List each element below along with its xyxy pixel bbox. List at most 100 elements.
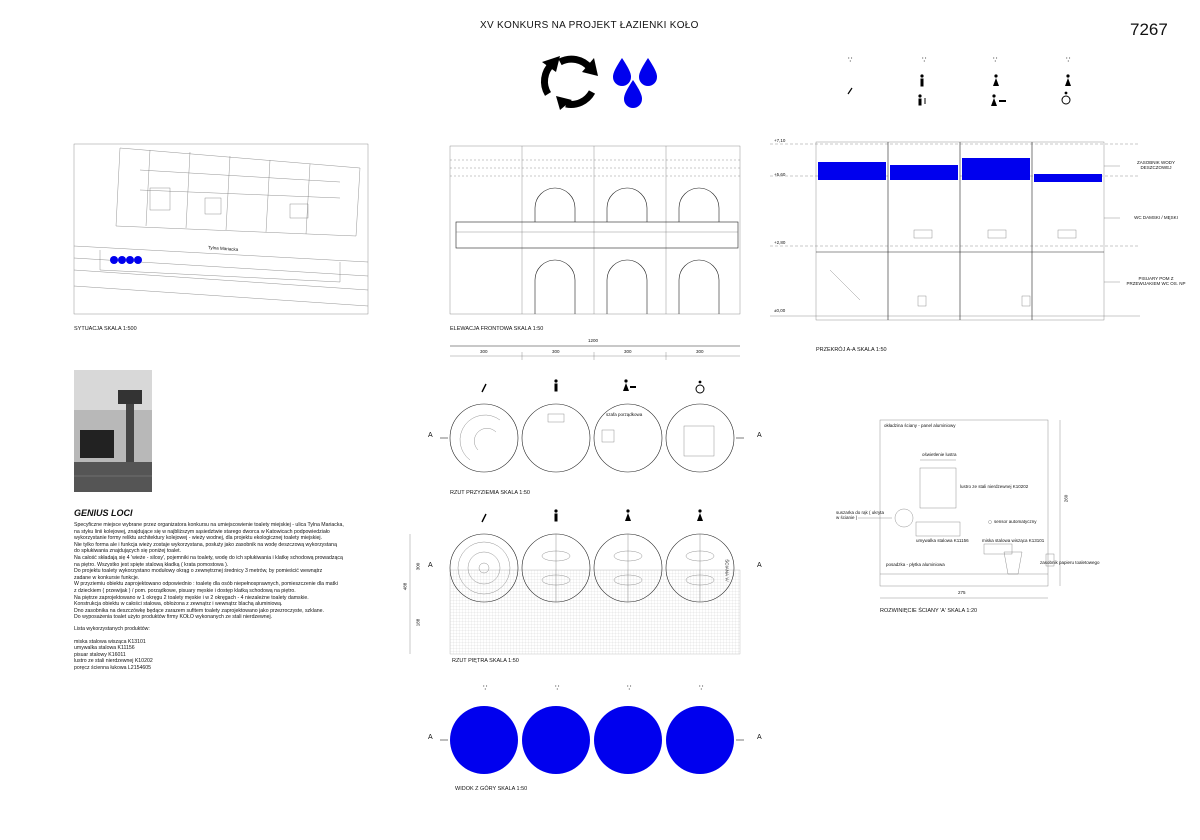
male-icon	[554, 379, 558, 522]
wall-marker: ŚCIANA 'A'	[724, 559, 730, 582]
floor-plan	[409, 533, 741, 655]
wall-label-lighting: oświetlenie lustra	[922, 452, 957, 457]
dim-total: 1200	[588, 338, 599, 343]
section-aa	[770, 141, 1140, 321]
products-title: Lista wykorzystanych produktów:	[74, 626, 150, 632]
stairs-icon	[481, 383, 487, 523]
section-marker: A	[757, 432, 762, 439]
section-marker: A	[757, 734, 762, 741]
caption-section: PRZEKRÓJ A-A SKALA 1:50	[816, 347, 887, 353]
paragraph-line: Do projektu toalety wykorzystano modułow…	[74, 568, 323, 575]
products-list: Lista wykorzystanych produktów: miska st…	[74, 626, 153, 672]
dim-module: 300	[552, 349, 560, 354]
section-marker: A	[757, 562, 762, 569]
dim-module: 300	[696, 349, 704, 354]
paragraph-line: Konstrukcja obiektu w całości stalowa, o…	[74, 601, 283, 608]
female-icon	[625, 509, 703, 521]
genius-loci-photo	[74, 370, 152, 492]
wheelchair-icon	[695, 380, 705, 394]
section-label: WC DAMSKI / MĘSKI	[1134, 215, 1178, 220]
svg-text:∵: ∵	[483, 685, 488, 692]
section-marker: A	[428, 432, 433, 439]
svg-text:∵: ∵	[922, 57, 927, 64]
dim-label: 300	[415, 562, 421, 571]
caption-wall: ROZWINIĘCIE ŚCIANY 'A' SKALA 1:20	[880, 608, 978, 614]
paragraph-line: Do wyposażenia toalet użyto produktów fi…	[74, 614, 273, 621]
female-icon	[993, 74, 999, 86]
paragraph-line: na piętro. Wszystko jest spięte stalową …	[74, 561, 229, 568]
wall-label-floor: posadzka - płytka aluminiowa	[886, 562, 945, 567]
section-label: PISUARY POM Z PRZEWIJAKIEM WC OS. NP	[1126, 276, 1186, 286]
situation-plan	[73, 143, 369, 315]
paragraph-line: zadane w konkursie funkcje.	[74, 574, 140, 581]
svg-text:∵: ∵	[627, 685, 632, 692]
paragraph-line: z dzieckiem ( przewijak ) / pom. porządk…	[74, 587, 296, 594]
water-drops-icon	[613, 58, 657, 108]
section-label: ZASOBNIK WODY DESZCZOWEJ	[1136, 160, 1175, 170]
paragraph-line: na styku linii kolejowej, znajdujące się…	[74, 528, 330, 535]
dim-label: 188	[415, 618, 421, 627]
paragraph-line: wykorzystanie formy reliktu architektury…	[74, 535, 322, 542]
urinal-icon	[918, 94, 926, 106]
rain-icon: ∵ ∵ ∵ ∵	[483, 685, 704, 692]
page-title: XV KONKURS NA PROJEKT ŁAZIENKI KOŁO	[480, 20, 699, 31]
caption-ground-plan: RZUT PRZYZIEMIA SKALA 1:50	[450, 490, 530, 496]
wall-label-sink: umywalka stalowa K11156	[916, 538, 969, 543]
female-icon	[1065, 74, 1071, 86]
paragraph-line: Nie tylko forma ale i funkcja wieży zost…	[74, 541, 337, 548]
rain-icon: ∵ ∵ ∵ ∵	[848, 57, 1071, 64]
caption-situation: SYTUACJA SKALA 1:500	[74, 326, 137, 332]
section-marker: A	[428, 734, 433, 741]
paragraph-line: W przyziemiu obiektu zaprojektowano odpo…	[74, 581, 338, 588]
baby-changing-icon	[623, 379, 636, 391]
product-item: lustro ze stali nierdzewnej K10202	[74, 658, 153, 665]
front-elevation	[449, 145, 741, 360]
section-marker: A	[428, 562, 433, 569]
stairs-icon	[847, 87, 853, 95]
svg-text:∵: ∵	[555, 685, 560, 692]
caption-floor-plan: RZUT PIĘTRA SKALA 1:50	[452, 658, 519, 664]
wall-label-dryer: suszarka do rąk ( ukryta w ścianie )	[836, 510, 885, 520]
baby-changing-icon	[991, 94, 1006, 106]
genius-loci-text: Specyficzne miejsce wybrane przez organi…	[74, 522, 344, 621]
product-item: pisuar stalowy K16011	[74, 651, 126, 658]
male-icon	[920, 74, 924, 87]
level-label: +5,60	[774, 172, 786, 177]
svg-text:∵: ∵	[699, 685, 704, 692]
caption-top-view: WIDOK Z GÓRY SKALA 1:50	[455, 786, 528, 792]
wall-label-cladding: okładzina ściany - panel aluminiowy	[884, 423, 956, 428]
dim-module: 300	[624, 349, 632, 354]
wall-development	[858, 419, 1061, 599]
paragraph-line: Specyficzne miejsce wybrane przez organi…	[74, 522, 344, 528]
genius-loci-title: GENIUS LOCI	[74, 508, 133, 518]
wall-label-mirror: lustro ze stali nierdzewnej K10202	[960, 484, 1029, 489]
svg-text:∵: ∵	[848, 57, 853, 64]
dim-module: 300	[480, 349, 488, 354]
svg-text:∵: ∵	[1066, 57, 1071, 64]
wheelchair-icon	[1061, 91, 1071, 105]
entry-number: 7267	[1130, 20, 1168, 39]
level-label: +2,80	[774, 240, 786, 245]
recycle-icon	[541, 55, 598, 110]
ground-plan	[440, 403, 744, 473]
cleaning-cabinet-label: szafa porządkowa	[606, 412, 643, 417]
wall-label-sensor: sensor automatyczny	[994, 519, 1037, 524]
product-item: poręcz ścienna łukowa L2154605	[74, 664, 152, 671]
paragraph-line: Na piętrze zaprojektowano w 1 okręgu 2 t…	[74, 594, 309, 601]
wall-label-toilet: miska stalowa wisząca K13101	[982, 538, 1045, 543]
product-item: umywalka stalowa K11156	[74, 645, 135, 652]
dim-label: 488	[402, 582, 408, 591]
paragraph-line: Na całość składają się 4 'wieże - silosy…	[74, 554, 343, 561]
paragraph-line: do spłukiwania znajdujących się poniżej …	[74, 548, 181, 555]
paragraph-line: Dno zasobnika na deszczówkę będące zaraz…	[74, 607, 324, 614]
svg-text:∵: ∵	[993, 57, 998, 64]
level-label: +7,10	[774, 138, 786, 143]
caption-elevation: ELEWACJA FRONTOWA SKALA 1:50	[450, 326, 544, 332]
wall-label-paper: zasobnik papieru toaletowego	[1040, 560, 1100, 565]
top-view	[440, 706, 744, 774]
product-item: miska stalowa wisząca K13101	[74, 638, 146, 645]
level-label: ±0,00	[774, 308, 786, 313]
wall-dim-width: 275	[958, 590, 966, 595]
wall-dim-height: 260	[1063, 494, 1069, 503]
